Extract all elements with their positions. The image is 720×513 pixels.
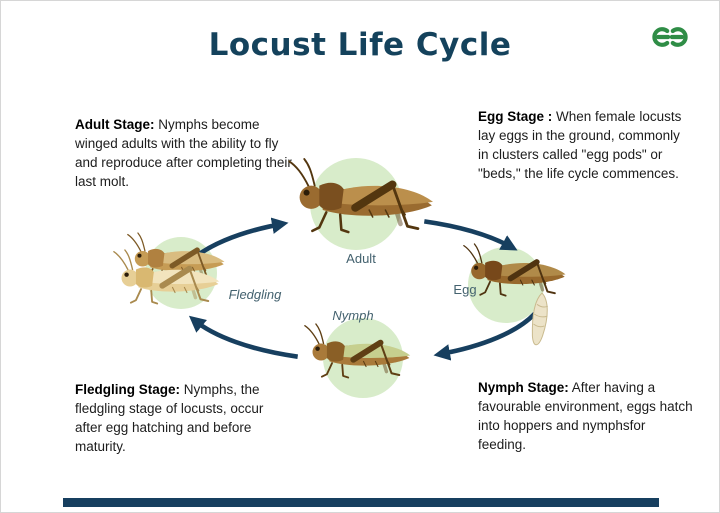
egg-stage-heading: Egg Stage : bbox=[478, 109, 553, 124]
cycle-arrow-adult-to-egg bbox=[423, 219, 518, 251]
egg-stage-description: When female locusts lay eggs in the grou… bbox=[478, 109, 682, 182]
nymph-stage-text-block: Nymph Stage: After having a favourable e… bbox=[478, 378, 696, 455]
fledgling-stage-text-block: Fledgling Stage: Nymphs, the fledgling s… bbox=[75, 380, 277, 457]
adult-stage-text-block: Adult Stage: Nymphs become winged adults… bbox=[75, 115, 293, 192]
egg-pod-illustration bbox=[531, 292, 548, 346]
fledgling-stage-label: Fledgling bbox=[228, 287, 282, 302]
fledgling-stage-description: Nymphs, the fledgling stage of locusts, … bbox=[75, 382, 264, 455]
egg-stage-text-block: Egg Stage : When female locusts lay eggs… bbox=[478, 107, 692, 184]
adult-stage-heading: Adult Stage: bbox=[75, 117, 155, 132]
page-title: Locust Life Cycle bbox=[208, 27, 512, 63]
fledgling-stage-heading: Fledgling Stage: bbox=[75, 382, 181, 397]
bottom-accent-bar bbox=[63, 498, 659, 507]
nymph-stage-heading: Nymph Stage: bbox=[478, 380, 569, 395]
egg-stage-label: Egg bbox=[453, 282, 477, 297]
cycle-arrow-egg-to-nymph bbox=[433, 312, 537, 361]
geeksforgeeks-logo-icon bbox=[652, 27, 688, 47]
nymph-stage-label: Nymph bbox=[332, 308, 374, 323]
adult-stage-description: Nymphs become winged adults with the abi… bbox=[75, 117, 292, 190]
cycle-arrow-nymph-to-fledgling bbox=[188, 315, 299, 359]
adult-stage-label: Adult bbox=[346, 251, 376, 266]
nymph-stage-description: After having a favourable environment, e… bbox=[478, 380, 693, 453]
egg-stage-circle bbox=[468, 247, 544, 323]
